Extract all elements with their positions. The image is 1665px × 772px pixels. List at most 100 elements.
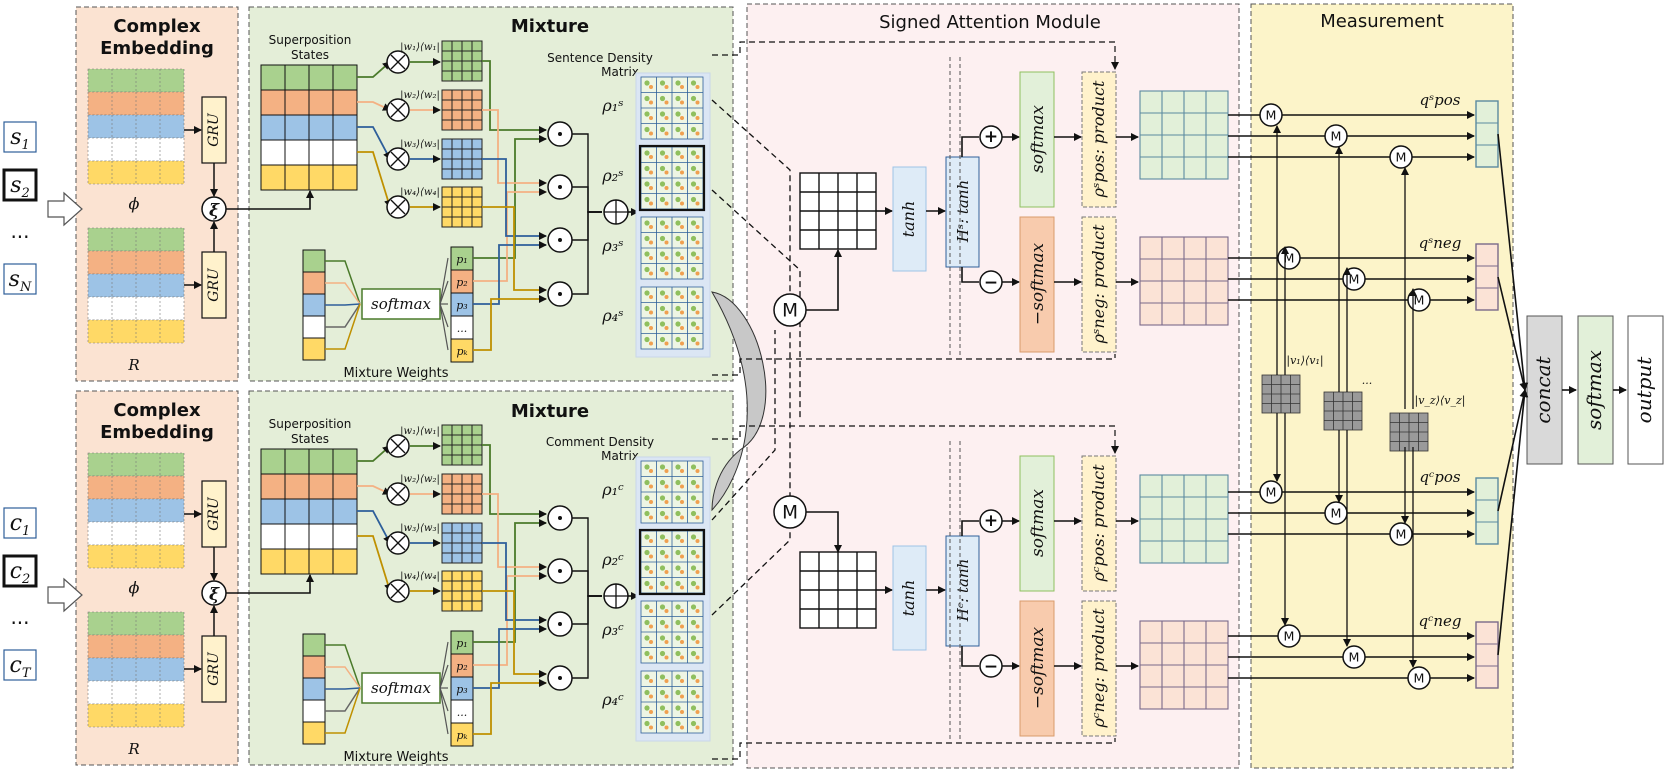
h-box xyxy=(945,535,980,647)
plus-label: + xyxy=(984,511,998,531)
neg-softmax-box xyxy=(1019,216,1055,353)
density-cell-dot xyxy=(690,635,697,641)
density-cell-dot xyxy=(695,640,700,644)
density-cell-dot xyxy=(649,624,653,629)
op-stroke xyxy=(390,151,406,167)
density-cell-dot xyxy=(675,165,681,172)
density-cell-dot xyxy=(680,256,684,260)
gru-label: GRU xyxy=(206,496,222,531)
xi-to-superposition xyxy=(226,574,314,594)
density-cell-dot xyxy=(680,310,684,315)
embedding-r-row xyxy=(87,250,185,275)
state-to-projection xyxy=(357,126,391,160)
density-cell-dot xyxy=(644,635,650,641)
density-cell-dot xyxy=(680,640,684,644)
density-cell-dot xyxy=(690,80,697,86)
density-cell-dot xyxy=(690,336,697,343)
neg-softmax-label: −softmax xyxy=(1028,243,1048,326)
op-dot xyxy=(558,569,562,573)
attention-matrix xyxy=(799,172,877,250)
q-to-concat xyxy=(1497,389,1529,656)
rho-label: ρ₂ˢ xyxy=(601,166,623,185)
matrix-to-dot xyxy=(482,590,547,678)
xi-to-superposition xyxy=(226,190,314,210)
embedding-phi-label: ϕ xyxy=(129,578,140,597)
projection-matrix xyxy=(441,138,483,180)
density-cell-dot xyxy=(659,705,666,711)
op-stroke xyxy=(390,486,406,502)
density-cell-dot xyxy=(695,500,700,504)
density-cell-dot xyxy=(675,549,681,556)
density-cell-dot xyxy=(680,85,684,89)
embedding-r-row xyxy=(87,680,185,705)
density-cell-dot xyxy=(659,510,666,517)
measure-op xyxy=(1259,103,1283,127)
density-cell-dot xyxy=(649,725,653,730)
input-token-subscript: T xyxy=(22,666,32,681)
density-cell-dot xyxy=(644,549,650,556)
density-cell-dot xyxy=(664,326,669,330)
softmax-to-weight xyxy=(439,303,449,351)
neg-product-label: ρᶜneg: product xyxy=(1089,608,1108,729)
density-cell-dot xyxy=(649,201,653,206)
density-cell-dot xyxy=(659,251,666,257)
attention-matrix xyxy=(799,551,877,629)
q-vector xyxy=(1475,621,1499,689)
density-cell-dot xyxy=(664,710,669,714)
weight-to-dot xyxy=(473,679,547,735)
weight-to-softmax xyxy=(325,687,361,734)
weight-label: p₃ xyxy=(456,299,467,312)
density-cell-dot xyxy=(649,640,653,644)
density-cell-dot xyxy=(644,321,650,327)
op-stroke xyxy=(390,583,406,599)
density-cell-dot xyxy=(659,604,666,610)
density-matrix-label: Matrix xyxy=(601,449,639,463)
density-cell-dot xyxy=(690,220,697,226)
embedding-r-label: R xyxy=(127,740,139,758)
q-label: qᶜneg xyxy=(1418,612,1461,630)
density-cell-dot xyxy=(695,515,700,520)
density-cell-dot xyxy=(675,305,681,312)
density-cell-dot xyxy=(659,95,666,102)
dot-to-sum xyxy=(572,211,602,295)
density-cell-dot xyxy=(690,150,697,156)
embedding-r-row xyxy=(87,296,185,321)
density-cell-dot xyxy=(659,534,666,540)
density-cell-dot xyxy=(690,95,697,102)
input-token-box xyxy=(3,121,37,153)
projection-label: |w₃⟩⟨w₃| xyxy=(400,523,440,534)
weight-to-softmax xyxy=(325,303,361,328)
mixture-title-top: Mixture xyxy=(511,16,589,37)
h-label: Hˢ: tanh xyxy=(954,180,972,243)
density-cell-dot xyxy=(675,321,681,327)
embedding-title-top-line2: Embedding xyxy=(100,38,214,59)
tanh-box xyxy=(892,166,927,272)
mixture-weights-label: Mixture Weights xyxy=(343,366,448,381)
input-arrow xyxy=(47,191,83,227)
density-cell-dot xyxy=(649,609,653,613)
density-dash-path xyxy=(712,41,1119,70)
neg-product-box xyxy=(1081,216,1117,353)
density-cell-dot xyxy=(659,619,666,626)
input-token-subscript: N xyxy=(19,280,32,295)
state-to-projection xyxy=(357,485,391,495)
density-cell-dot xyxy=(644,674,650,680)
density-cell-dot xyxy=(649,484,653,489)
density-cell-dot xyxy=(690,126,697,133)
density-cell-dot xyxy=(644,181,650,187)
state-to-projection xyxy=(357,151,392,208)
density-cell-dot xyxy=(675,95,681,102)
density-cell-dot xyxy=(659,181,666,187)
minus-label: − xyxy=(984,657,998,677)
density-cell-dot xyxy=(695,484,700,489)
measurement-op-label: M xyxy=(1414,671,1425,686)
weight-input-row xyxy=(302,677,326,701)
input-token-subscript: 1 xyxy=(22,138,30,153)
density-cell-dot xyxy=(659,235,666,242)
density-cell-dot xyxy=(664,271,669,276)
q-label: qˢpos xyxy=(1420,91,1461,109)
density-cell-dot xyxy=(680,500,684,504)
density-cell-dot xyxy=(664,609,669,613)
softmax-to-weight xyxy=(439,664,449,689)
mixture-weights-label: Mixture Weights xyxy=(343,750,448,765)
